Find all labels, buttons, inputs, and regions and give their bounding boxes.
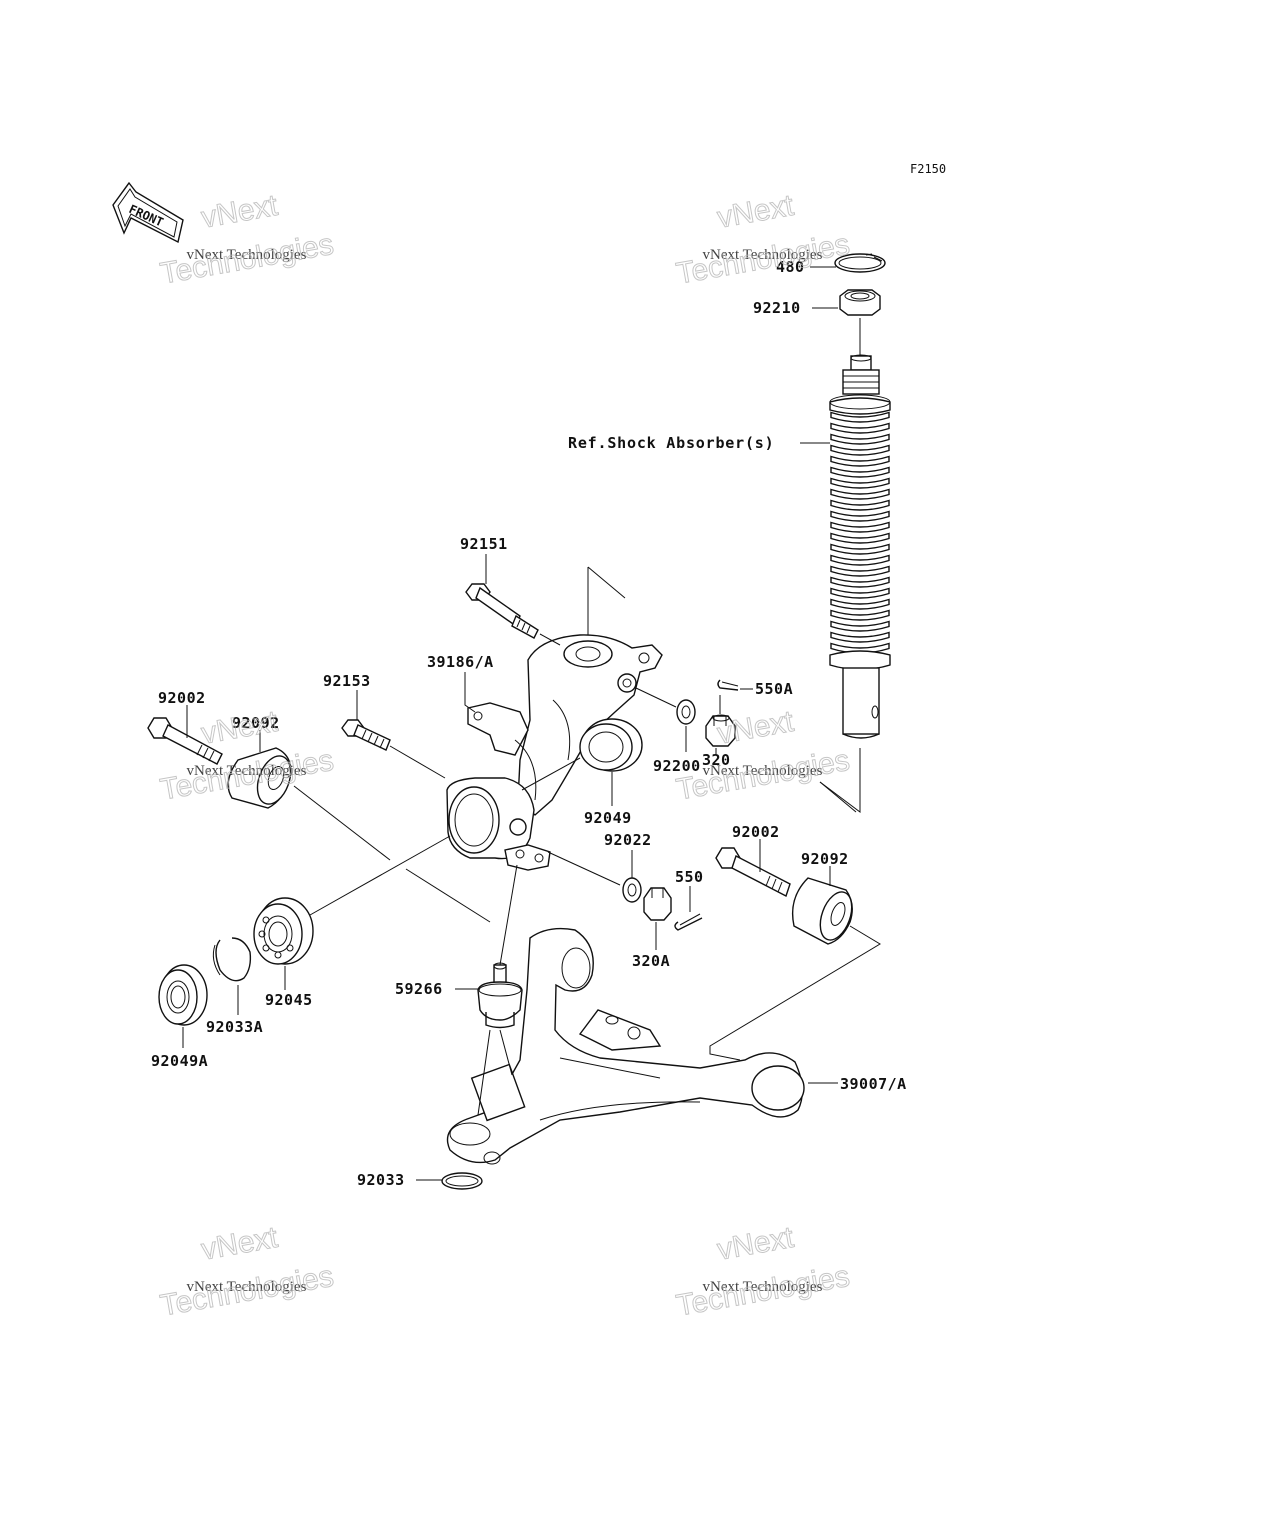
steering-knuckle-39186A xyxy=(446,634,663,871)
seal-92049A xyxy=(158,964,208,1026)
castle-nut-320A xyxy=(643,887,672,921)
svg-text:Technologies: Technologies xyxy=(674,1260,852,1323)
bushing-92092-left xyxy=(227,747,292,809)
shock-reference-label: Ref.Shock Absorber(s) xyxy=(568,434,774,452)
washer-92200 xyxy=(676,699,696,725)
label-92022: 92022 xyxy=(604,831,652,849)
label-92049: 92049 xyxy=(584,809,632,827)
spring-coil xyxy=(830,587,890,599)
watermark-mid-left: vNext vNext Technologies Technologies xyxy=(157,704,336,807)
spring-coil xyxy=(830,598,890,610)
label-92002-left: 92002 xyxy=(158,689,206,707)
spring-coil xyxy=(830,499,890,511)
bolt-92002-right xyxy=(715,847,791,897)
cotter-pin-550 xyxy=(674,913,703,931)
svg-text:vNext: vNext xyxy=(199,1221,281,1267)
spring-coil xyxy=(830,554,890,566)
spring-coil xyxy=(830,510,890,522)
spring-coil xyxy=(830,521,890,533)
spring-coil xyxy=(830,609,890,621)
spring-coil xyxy=(830,543,890,555)
label-480: 480 xyxy=(776,258,805,276)
svg-text:Technologies: Technologies xyxy=(158,1260,336,1323)
watermark-bottom-left: vNext vNext Technologies Technologies xyxy=(157,1220,336,1323)
label-92151: 92151 xyxy=(460,535,508,553)
shock-absorber xyxy=(829,253,891,739)
label-39007A: 39007/A xyxy=(840,1075,907,1093)
watermark-top-right: vNext vNext Technologies Technologies xyxy=(673,188,852,291)
label-92200: 92200 xyxy=(653,757,701,775)
label-39186A: 39186/A xyxy=(427,653,494,671)
label-59266: 59266 xyxy=(395,980,443,998)
coil-spring xyxy=(830,411,890,654)
label-92049A: 92049A xyxy=(151,1052,208,1070)
cotter-pin-550A xyxy=(717,679,739,691)
label-92033A: 92033A xyxy=(206,1018,263,1036)
spring-coil xyxy=(830,488,890,500)
label-92210: 92210 xyxy=(753,299,801,317)
bearing-92045 xyxy=(253,897,314,965)
circlip-92033 xyxy=(441,1172,483,1190)
spring-coil xyxy=(830,576,890,588)
svg-text:vNext: vNext xyxy=(199,189,281,235)
lower-arm-39007A xyxy=(446,927,805,1165)
label-92045: 92045 xyxy=(265,991,313,1009)
spring-coil xyxy=(830,466,890,478)
svg-text:Technologies: Technologies xyxy=(674,744,852,807)
spring-coil xyxy=(830,477,890,489)
castle-nut-320 xyxy=(705,714,736,747)
ball-joint-59266 xyxy=(477,962,523,1029)
svg-text:vNext Technologies: vNext Technologies xyxy=(703,1279,823,1295)
svg-text:vNext Technologies: vNext Technologies xyxy=(187,763,307,779)
spring-coil xyxy=(830,422,890,434)
circlip-480 xyxy=(834,253,886,273)
label-320: 320 xyxy=(702,751,731,769)
bolt-92002-left xyxy=(147,717,223,765)
seal-92049-upper xyxy=(579,718,643,772)
svg-text:vNext: vNext xyxy=(715,189,797,235)
nut-92210 xyxy=(839,289,881,316)
bolt-92151 xyxy=(465,583,539,639)
bushing-92092-right xyxy=(791,877,853,945)
spring-coil xyxy=(830,455,890,467)
bolt-92153 xyxy=(341,719,391,751)
part-labels: 480 92210 92151 39186/A 92153 92002 9209… xyxy=(151,258,907,1189)
spring-coil xyxy=(830,642,890,654)
spring-coil xyxy=(830,532,890,544)
label-92092-right: 92092 xyxy=(801,850,849,868)
svg-text:Technologies: Technologies xyxy=(158,228,336,291)
spring-coil xyxy=(830,565,890,577)
spring-coil xyxy=(830,444,890,456)
svg-text:vNext: vNext xyxy=(199,705,281,751)
front-arrow-icon: FRONT xyxy=(112,181,184,244)
circlip-92033A xyxy=(212,937,252,982)
spring-coil xyxy=(830,620,890,632)
svg-text:Technologies: Technologies xyxy=(674,228,852,291)
svg-text:vNext: vNext xyxy=(715,705,797,751)
svg-text:vNext Technologies: vNext Technologies xyxy=(703,763,823,779)
svg-text:vNext Technologies: vNext Technologies xyxy=(187,1279,307,1295)
label-550A: 550A xyxy=(755,680,793,698)
svg-text:vNext Technologies: vNext Technologies xyxy=(187,247,307,263)
label-92002-right: 92002 xyxy=(732,823,780,841)
spring-coil xyxy=(830,631,890,643)
figure-code: F2150 xyxy=(910,162,946,176)
svg-text:vNext Technologies: vNext Technologies xyxy=(703,247,823,263)
spring-coil xyxy=(830,411,890,423)
svg-text:vNext: vNext xyxy=(715,1221,797,1267)
label-92092-left: 92092 xyxy=(232,714,280,732)
label-92153: 92153 xyxy=(323,672,371,690)
spring-coil xyxy=(830,433,890,445)
label-550: 550 xyxy=(675,868,704,886)
label-320A: 320A xyxy=(632,952,670,970)
watermark-bottom-right: vNext vNext Technologies Technologies xyxy=(673,1220,852,1323)
label-92033: 92033 xyxy=(357,1171,405,1189)
washer-92022 xyxy=(622,877,642,903)
